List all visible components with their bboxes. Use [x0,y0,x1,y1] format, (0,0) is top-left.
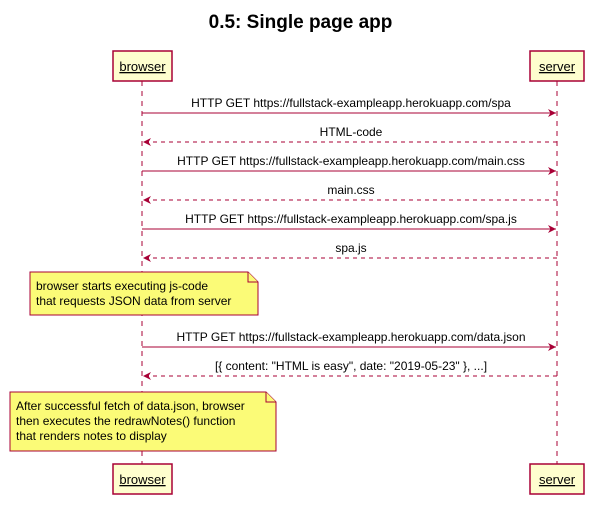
participant-server-bottom-label: server [539,472,576,487]
message-7: HTTP GET https://fullstack-exampleapp.he… [142,330,556,351]
participant-server-bottom: server [529,463,585,495]
participant-server-top: server [529,50,585,82]
note-2: After successful fetch of data.json, bro… [9,391,277,452]
participant-browser-bottom-label: browser [119,472,166,487]
message-4: main.css [143,183,557,204]
note-1-line-1: browser starts executing js-code [36,279,208,293]
participant-browser-bottom: browser [112,463,173,495]
message-1-label: HTTP GET https://fullstack-exampleapp.he… [191,96,511,110]
message-8: [{ content: "HTML is easy", date: "2019-… [143,359,557,380]
participant-server-top-label: server [539,59,576,74]
message-6: spa.js [143,241,557,262]
message-3-label: HTTP GET https://fullstack-exampleapp.he… [177,154,525,168]
message-2-label: HTML-code [320,125,383,139]
message-8-label: [{ content: "HTML is easy", date: "2019-… [215,359,487,373]
message-5: HTTP GET https://fullstack-exampleapp.he… [142,212,556,233]
message-3: HTTP GET https://fullstack-exampleapp.he… [142,154,556,175]
note-2-line-2: then executes the redrawNotes() function [16,414,235,428]
note-1: browser starts executing js-code that re… [29,271,259,316]
message-4-label: main.css [327,183,374,197]
message-6-label: spa.js [335,241,366,255]
message-5-label: HTTP GET https://fullstack-exampleapp.he… [185,212,517,226]
note-1-line-2: that requests JSON data from server [36,294,231,308]
diagram-title: 0.5: Single page app [209,12,393,33]
message-7-label: HTTP GET https://fullstack-exampleapp.he… [176,330,525,344]
message-1: HTTP GET https://fullstack-exampleapp.he… [142,96,556,117]
message-2: HTML-code [143,125,557,146]
note-2-line-3: that renders notes to display [16,429,167,443]
note-2-line-1: After successful fetch of data.json, bro… [16,399,245,413]
participant-browser-top-label: browser [119,59,166,74]
participant-browser-top: browser [112,50,173,82]
